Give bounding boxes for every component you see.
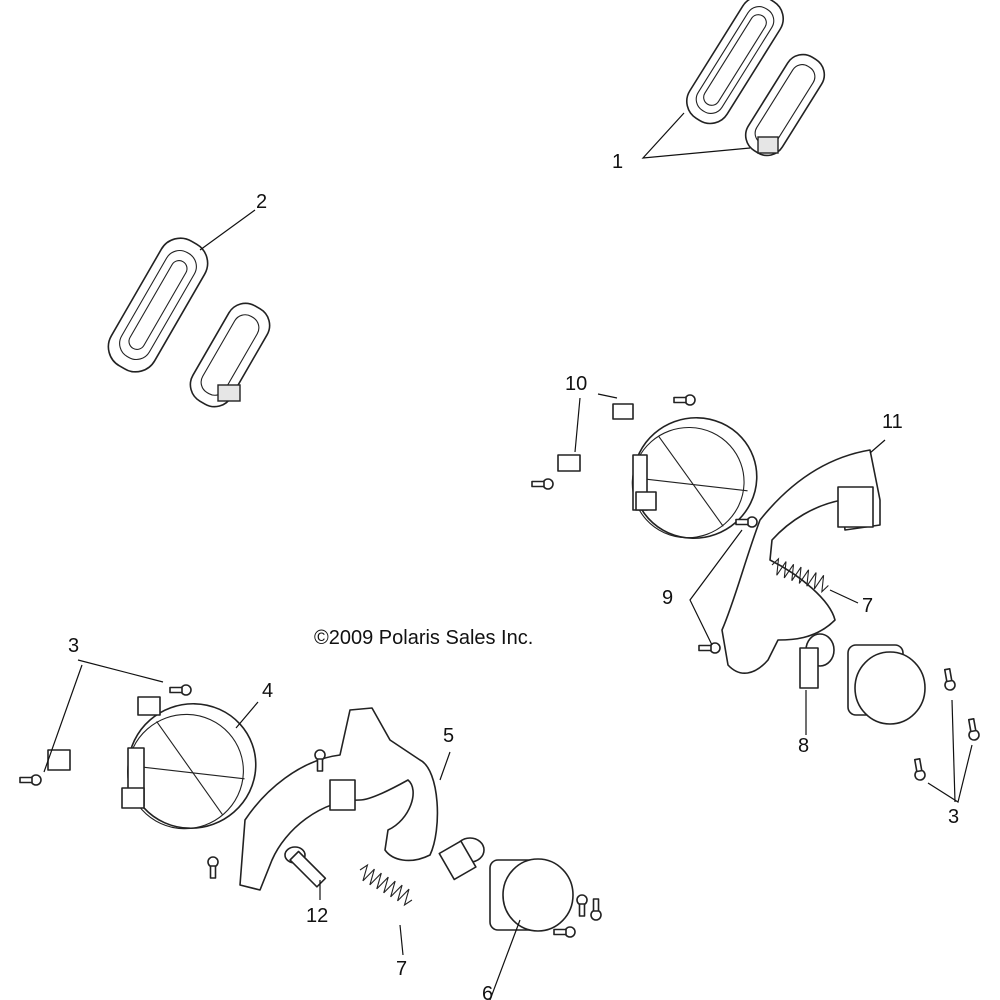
socket-icon — [438, 837, 485, 881]
callout-12: 12 — [306, 905, 328, 927]
callout-1: 1 — [612, 151, 623, 173]
callout-3-right: 3 — [948, 806, 959, 828]
headlamp-assembly-left — [19, 659, 602, 1000]
callout-5: 5 — [443, 725, 454, 747]
copyright-text: ©2009 Polaris Sales Inc. — [314, 627, 533, 649]
callout-3-left: 3 — [68, 635, 79, 657]
callout-6: 6 — [482, 983, 493, 1000]
callout-11: 11 — [882, 411, 903, 433]
led-lamp-assembly-2 — [107, 209, 271, 408]
callout-4: 4 — [262, 680, 273, 702]
socket-icon — [799, 633, 835, 689]
callout-9: 9 — [662, 587, 673, 609]
lamp-housing-icon — [847, 644, 926, 725]
callout-7-left: 7 — [396, 958, 407, 980]
callout-8: 8 — [798, 735, 809, 757]
spacer-icon — [284, 846, 327, 888]
connector-icon — [757, 136, 779, 154]
clip-icon — [612, 403, 634, 420]
callout-10: 10 — [565, 373, 587, 395]
connector-icon — [217, 384, 241, 402]
lamp-housing-icon — [489, 858, 574, 932]
clip-icon — [137, 696, 161, 716]
callout-2: 2 — [256, 191, 267, 213]
headlamp-assembly-right — [531, 393, 981, 803]
callout-7-right: 7 — [862, 595, 873, 617]
clip-icon — [557, 454, 581, 472]
led-lamp-assembly-1 — [641, 0, 826, 159]
